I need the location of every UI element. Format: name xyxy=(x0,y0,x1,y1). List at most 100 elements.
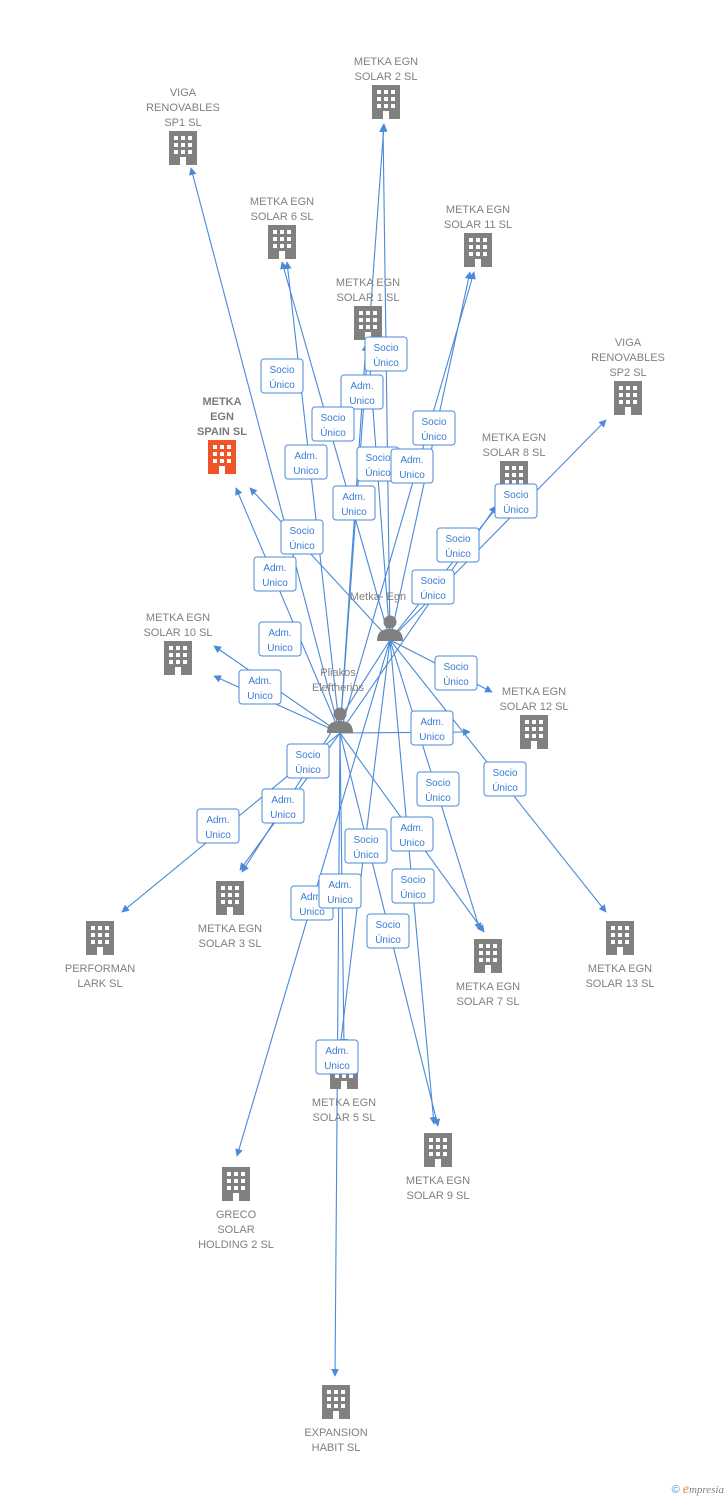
relation-label: Unico xyxy=(399,470,425,481)
relation-label: Único xyxy=(400,888,426,901)
footer-branding[interactable]: © empresia xyxy=(672,1482,724,1498)
relation-label: Unico xyxy=(349,396,375,407)
relation-badge[interactable]: Adm.Unico xyxy=(238,669,282,705)
company-label: VIGA xyxy=(615,337,642,349)
company-label: HOLDING 2 SL xyxy=(198,1239,274,1251)
relation-label: Único xyxy=(320,426,346,439)
relation-edge xyxy=(235,487,341,734)
relation-badge-box xyxy=(318,873,362,909)
relation-badge[interactable]: Adm. Unico xyxy=(196,808,240,844)
relation-badge-box xyxy=(332,485,376,521)
relation-badge[interactable]: Adm.Unico xyxy=(258,621,302,657)
company-label: METKA EGN xyxy=(198,923,262,935)
relation-badge[interactable]: Adm.Unico xyxy=(253,556,297,592)
relation-label: Único xyxy=(353,848,379,861)
relation-label: Socio xyxy=(295,750,320,761)
relation-badge-box xyxy=(284,444,328,480)
relation-badge-box xyxy=(434,655,478,691)
empresia-logo-initial: e xyxy=(682,1482,689,1497)
relation-label: Unico xyxy=(262,578,288,589)
company-label: SOLAR 10 SL xyxy=(143,627,212,639)
relation-label: Socio xyxy=(420,576,445,587)
company-label: LARK SL xyxy=(77,978,122,990)
relation-badge[interactable]: Adm.Unico xyxy=(390,816,434,852)
relation-badge-box xyxy=(261,788,305,824)
company-label: RENOVABLES xyxy=(146,102,220,114)
building-icon xyxy=(268,225,296,259)
relation-badge-box xyxy=(411,569,455,605)
relation-label: Adm. xyxy=(400,455,423,466)
relation-edge xyxy=(280,261,391,641)
company-label: METKA EGN xyxy=(456,981,520,993)
relation-badge-box xyxy=(390,448,434,484)
building-icon xyxy=(222,1167,250,1201)
relation-label: Unico xyxy=(324,1061,350,1072)
relation-badge[interactable]: Adm.Unico xyxy=(410,710,454,746)
building-icon xyxy=(614,381,642,415)
building-icon xyxy=(86,921,114,955)
relation-label: Único xyxy=(289,539,315,552)
person-label: Pliakos xyxy=(320,667,356,679)
relation-label: Unico xyxy=(327,895,353,906)
relation-badge[interactable]: Adm.Unico xyxy=(261,788,305,824)
relation-label: Unico xyxy=(247,691,273,702)
relation-label: Socio xyxy=(492,768,517,779)
company-label: HABIT SL xyxy=(312,1442,361,1454)
relation-label: Adm. xyxy=(206,815,229,826)
building-icon xyxy=(520,715,548,749)
relation-badge[interactable]: Adm.Unico xyxy=(340,374,384,410)
relation-label: Unico xyxy=(205,830,231,841)
relation-badge-box xyxy=(286,743,330,779)
company-label: SOLAR 12 SL xyxy=(499,701,568,713)
relation-badge[interactable]: Adm.Unico xyxy=(284,444,328,480)
building-icon xyxy=(464,233,492,267)
company-label: METKA EGN xyxy=(588,963,652,975)
relation-label: Adm. xyxy=(400,823,423,834)
person-node-metka-egn[interactable]: Metka- Egn xyxy=(350,591,406,641)
relation-badge[interactable]: Adm.Unico xyxy=(315,1039,359,1075)
relation-label: Único xyxy=(375,933,401,946)
relation-label: Único xyxy=(445,547,471,560)
relation-badge[interactable]: Adm.Unico xyxy=(332,485,376,521)
relation-badge[interactable]: Adm.Unico xyxy=(318,873,362,909)
company-label: METKA EGN xyxy=(354,56,418,68)
relation-label: Único xyxy=(420,589,446,602)
relation-badge[interactable]: Adm. Unico xyxy=(390,448,434,484)
relation-label: Socio xyxy=(503,490,528,501)
